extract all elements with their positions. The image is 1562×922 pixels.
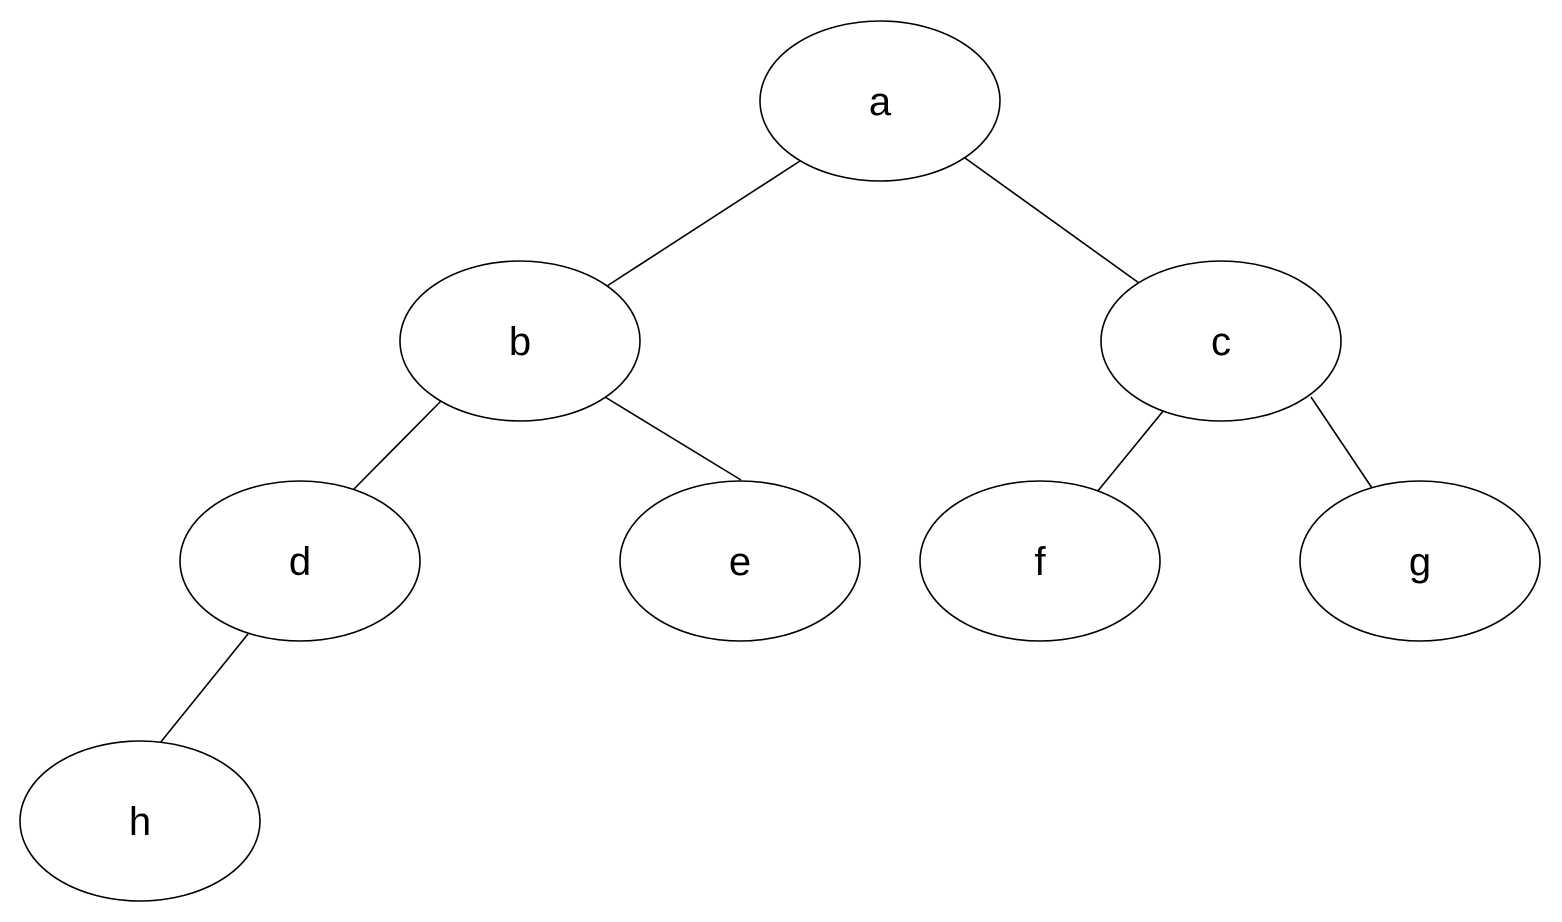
node-g-label: g xyxy=(1409,540,1431,584)
node-d-ellipse xyxy=(179,480,421,642)
edge-b-d xyxy=(352,400,442,491)
edge-c-f xyxy=(1096,409,1165,493)
node-b-label: b xyxy=(509,320,531,364)
node-c: c xyxy=(1100,260,1342,422)
edge-a-b xyxy=(606,160,801,287)
node-d: d xyxy=(179,480,421,642)
node-a: a xyxy=(759,20,1001,182)
node-f-ellipse xyxy=(919,480,1161,642)
edge-d-h xyxy=(159,633,249,744)
node-c-label: c xyxy=(1211,320,1231,364)
node-b-ellipse xyxy=(399,260,641,422)
tree-edges xyxy=(159,157,1373,744)
node-e: e xyxy=(619,480,861,642)
node-a-ellipse xyxy=(759,20,1001,182)
node-h: h xyxy=(19,740,261,902)
node-a-label: a xyxy=(869,80,892,124)
node-b: b xyxy=(399,260,641,422)
node-d-label: d xyxy=(289,540,311,584)
edge-c-g xyxy=(1310,396,1373,489)
edge-a-c xyxy=(964,157,1140,284)
node-c-ellipse xyxy=(1100,260,1342,422)
node-h-label: h xyxy=(129,800,151,844)
edge-b-e xyxy=(604,396,742,481)
node-e-ellipse xyxy=(619,480,861,642)
node-e-label: e xyxy=(729,540,751,584)
node-f: f xyxy=(919,480,1161,642)
node-g-ellipse xyxy=(1299,480,1541,642)
node-h-ellipse xyxy=(19,740,261,902)
node-f-label: f xyxy=(1034,540,1046,584)
node-g: g xyxy=(1299,480,1541,642)
